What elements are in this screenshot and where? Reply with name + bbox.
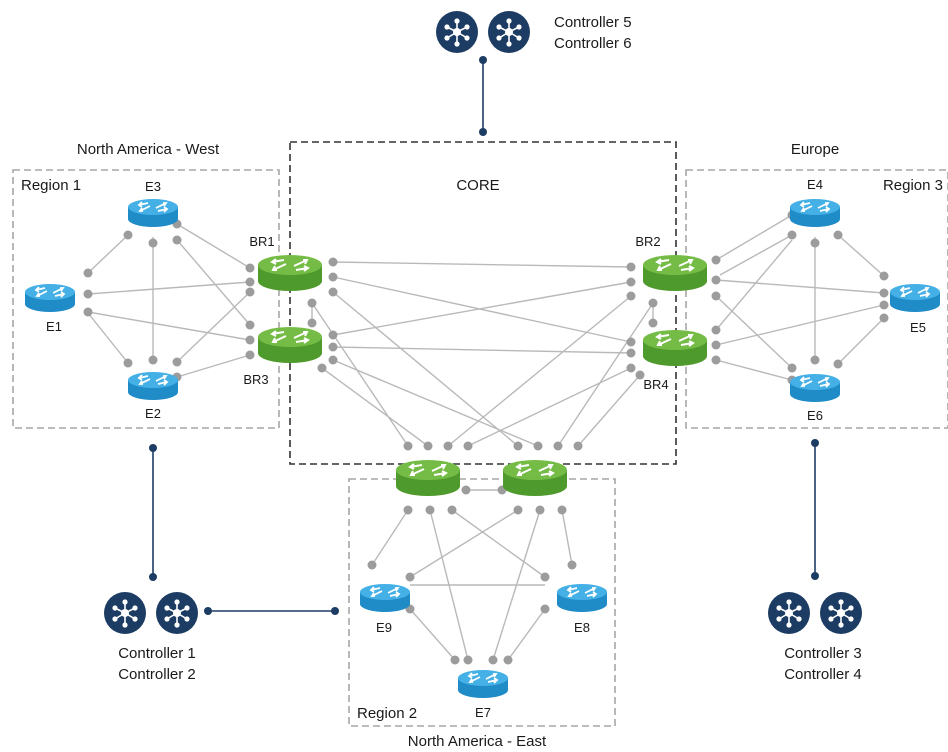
- router-label-br1: BR1: [249, 234, 274, 249]
- controller-label-3: Controller 3: [784, 645, 862, 662]
- router-icon-e1[interactable]: [24, 283, 76, 313]
- region-title-europe: Europe: [791, 141, 839, 158]
- router-label-e1: E1: [46, 319, 62, 334]
- region-title-north-america-east: North America - East: [408, 733, 547, 750]
- controller-label-2: Controller 2: [118, 666, 196, 683]
- region-title-north-america-west: North America - West: [77, 141, 220, 158]
- router-label-e9: E9: [376, 620, 392, 635]
- router-icon-br4[interactable]: [642, 329, 708, 367]
- controller-label-5: Controller 5: [554, 14, 632, 31]
- region-1-label: Region 1: [21, 177, 81, 194]
- router-label-e6: E6: [807, 408, 823, 423]
- router-icon-e6[interactable]: [789, 373, 841, 403]
- router-icon-e7[interactable]: [457, 669, 509, 699]
- region-3-label: Region 3: [883, 177, 943, 194]
- region-3-box: [685, 169, 948, 429]
- router-icon-e5[interactable]: [889, 283, 941, 313]
- router-icon-e9[interactable]: [359, 583, 411, 613]
- router-label-br3: BR3: [243, 372, 268, 387]
- controller-label-1: Controller 1: [118, 645, 196, 662]
- region-2-label: Region 2: [357, 705, 417, 722]
- controller-label-6: Controller 6: [554, 35, 632, 52]
- controller-icon-3[interactable]: [767, 591, 811, 635]
- controller-icon-2[interactable]: [155, 591, 199, 635]
- router-label-e2: E2: [145, 406, 161, 421]
- router-label-e4: E4: [807, 177, 823, 192]
- router-icon-core-bottom-left[interactable]: [395, 459, 461, 497]
- controller-icon-6[interactable]: [487, 10, 531, 54]
- router-icon-e8[interactable]: [556, 583, 608, 613]
- router-icon-br3[interactable]: [257, 326, 323, 364]
- region-2-box: [348, 478, 616, 727]
- router-label-br2: BR2: [635, 234, 660, 249]
- controller-icon-1[interactable]: [103, 591, 147, 635]
- router-icon-e3[interactable]: [127, 198, 179, 228]
- region-1-box: [12, 169, 280, 429]
- controller-links: [149, 56, 819, 615]
- router-icon-br2[interactable]: [642, 254, 708, 292]
- router-icon-e2[interactable]: [127, 371, 179, 401]
- network-links: [87, 214, 885, 661]
- router-icon-core-bottom-right[interactable]: [502, 459, 568, 497]
- core-label: CORE: [456, 177, 499, 194]
- router-label-br4: BR4: [643, 377, 668, 392]
- router-label-e7: E7: [475, 705, 491, 720]
- core-box: [289, 141, 677, 465]
- router-label-e5: E5: [910, 320, 926, 335]
- router-icon-br1[interactable]: [257, 254, 323, 292]
- router-label-e8: E8: [574, 620, 590, 635]
- controller-icon-5[interactable]: [435, 10, 479, 54]
- router-label-e3: E3: [145, 179, 161, 194]
- controller-icon-4[interactable]: [819, 591, 863, 635]
- controller-label-4: Controller 4: [784, 666, 862, 683]
- router-icon-e4[interactable]: [789, 198, 841, 228]
